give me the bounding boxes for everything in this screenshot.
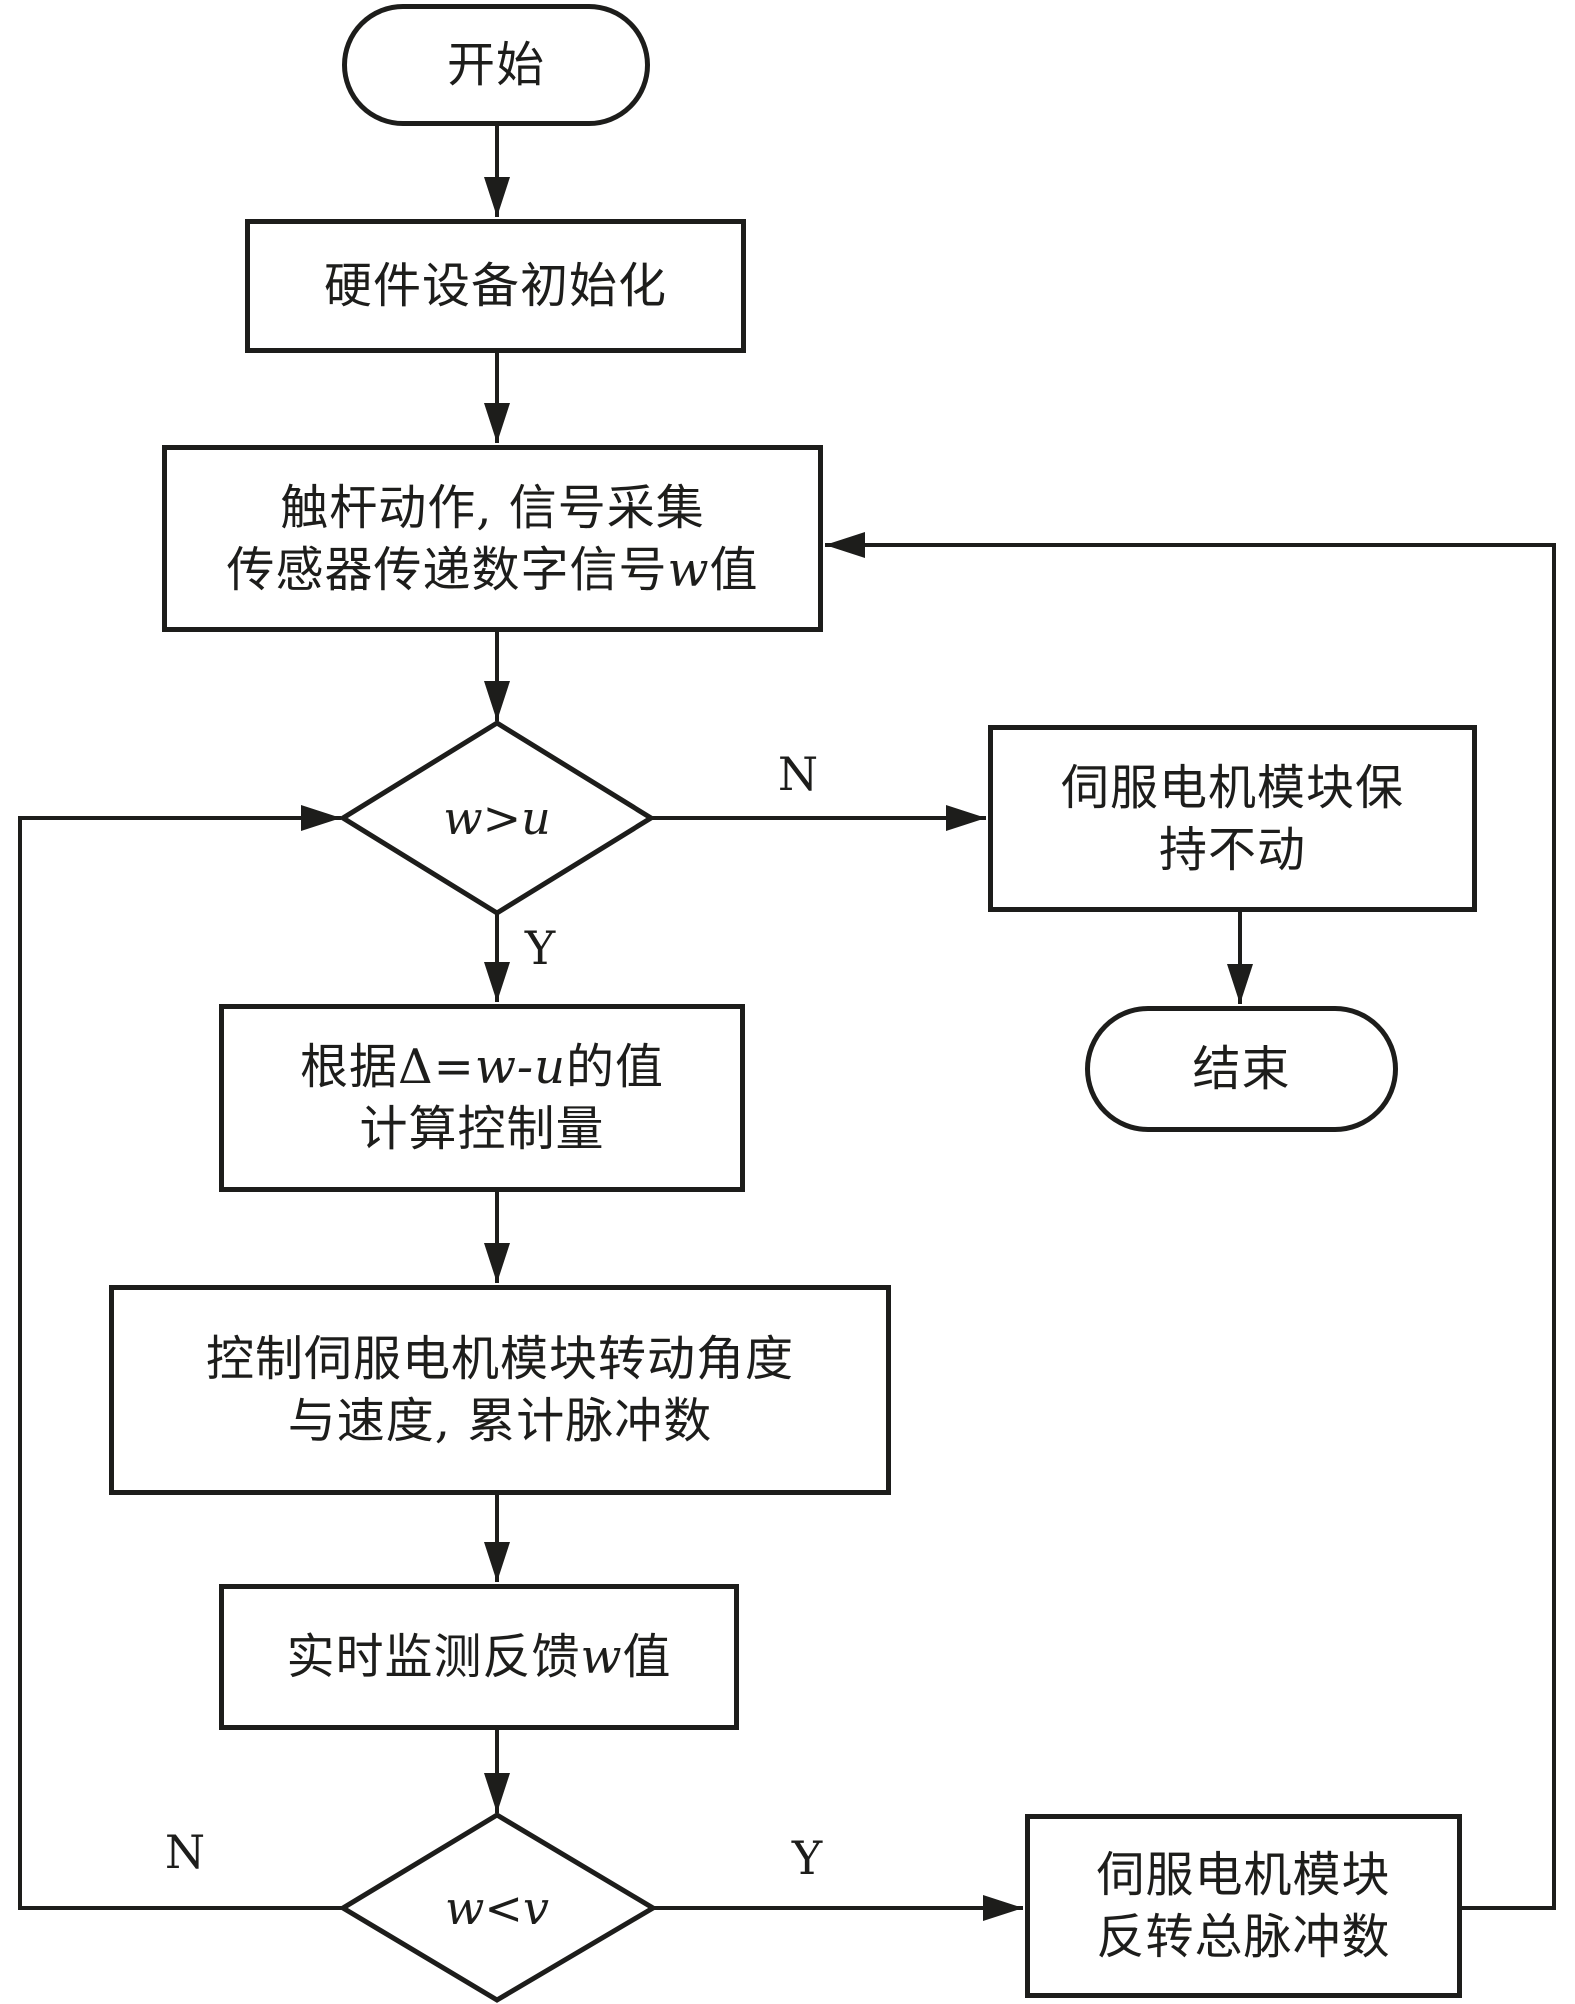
process-keep: 伺服电机模块保 持不动 [988, 725, 1477, 912]
monitor-suffix: 值 [622, 1629, 672, 1685]
calc-line1-pre: 根据Δ= [299, 1039, 475, 1095]
calc-line2: 计算控制量 [359, 1101, 605, 1157]
control-line1: 控制伺服电机模块转动角度 [205, 1331, 794, 1387]
edge-reverse-feedback-to-collect [825, 532, 1556, 1910]
calc-line1-var: w-u [474, 1039, 567, 1095]
decision-wu-diamond [338, 720, 656, 916]
reverse-line2: 反转总脉冲数 [1096, 1909, 1391, 1965]
calc-line1: 根据Δ=w-u的值 [300, 1036, 664, 1098]
reverse-line1: 伺服电机模块 [1096, 1847, 1391, 1903]
collect-line1: 触杆动作, 信号采集 [280, 479, 705, 536]
collect-line2-pre: 传感器传递数字信号 [226, 541, 668, 598]
start-terminal: 开始 [342, 4, 650, 126]
calc-line1-suffix: 的值 [566, 1039, 665, 1095]
control-line2: 与速度, 累计脉冲数 [287, 1393, 713, 1449]
process-collect: 触杆动作, 信号采集 传感器传递数字信号w值 [162, 445, 823, 632]
label-wv-yes: Y [791, 1831, 823, 1885]
collect-line2-suffix: 值 [709, 541, 759, 598]
process-calc: 根据Δ=w-u的值 计算控制量 [219, 1004, 745, 1192]
process-control: 控制伺服电机模块转动角度 与速度, 累计脉冲数 [109, 1285, 891, 1495]
monitor-line: 实时监测反馈w值 [286, 1626, 671, 1688]
decision-wu-condition: w>u [443, 791, 551, 845]
label-wv-no: N [164, 1825, 206, 1879]
init-label: 硬件设备初始化 [323, 258, 667, 314]
end-terminal: 结束 [1085, 1006, 1398, 1132]
end-label: 结束 [1192, 1041, 1291, 1097]
keep-line2: 持不动 [1158, 821, 1306, 878]
keep-line1: 伺服电机模块保 [1060, 759, 1404, 816]
edge-decision-wv-no-loop-to-decision-wu [18, 805, 343, 1910]
process-init: 硬件设备初始化 [245, 219, 746, 353]
collect-line2-var: w [667, 541, 710, 598]
monitor-var: w [580, 1629, 623, 1685]
collect-line2: 传感器传递数字信号w值 [226, 539, 758, 601]
process-reverse: 伺服电机模块 反转总脉冲数 [1025, 1814, 1462, 1998]
start-label: 开始 [446, 37, 545, 93]
monitor-pre: 实时监测反馈 [286, 1629, 581, 1685]
label-wu-no: N [777, 747, 819, 801]
label-wu-yes: Y [524, 921, 556, 975]
decision-wv-diamond [338, 1812, 658, 2003]
decision-wv-condition: w<v [445, 1881, 549, 1935]
process-monitor: 实时监测反馈w值 [219, 1584, 739, 1730]
